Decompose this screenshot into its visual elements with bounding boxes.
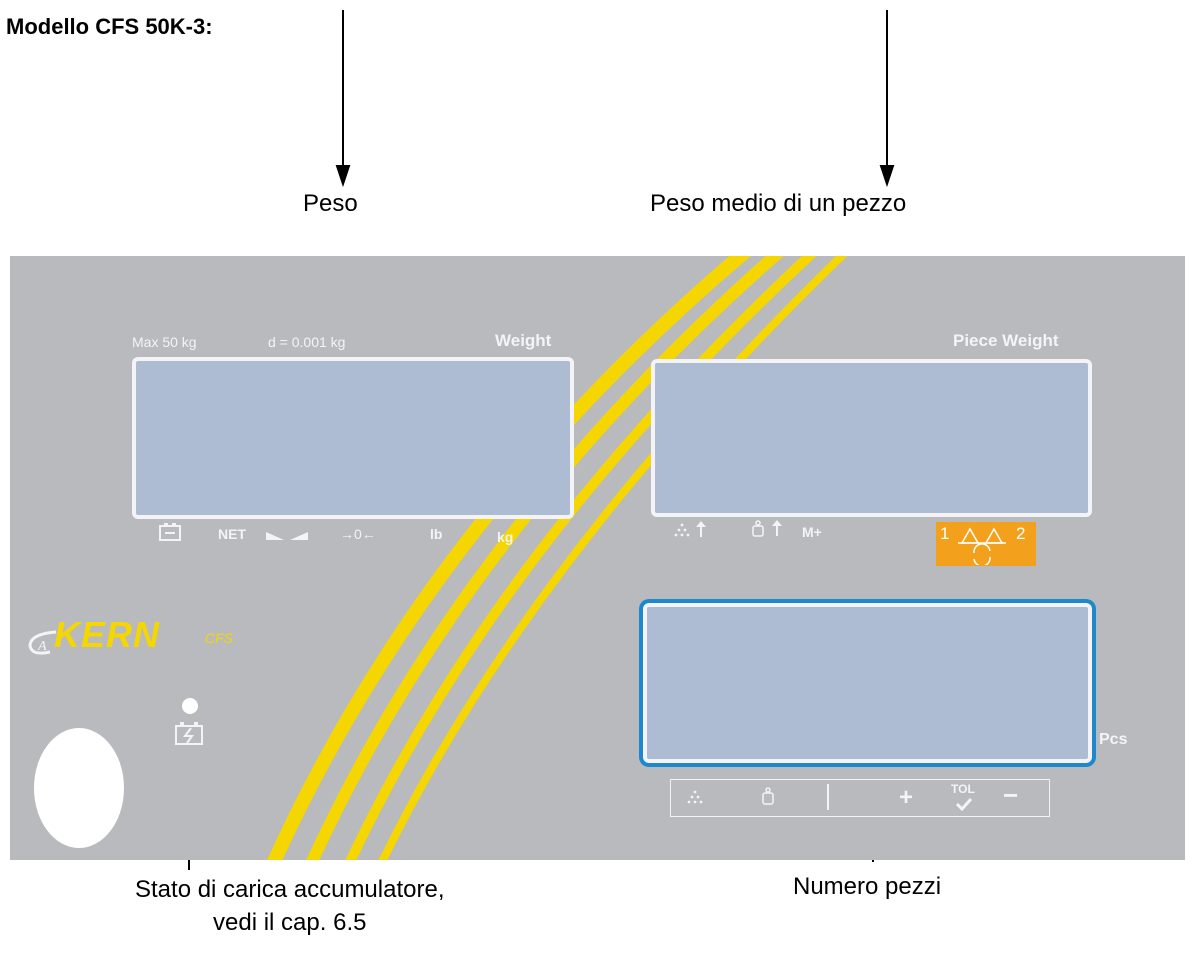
battery-status-icon [159,523,181,541]
key-strip-divider [827,784,829,810]
scale-switch-icon [958,527,1006,565]
readability-label: d = 0.001 kg [268,334,346,350]
brand-model: CFS [205,630,233,646]
weight-lcd [132,357,574,519]
arrow-piece-weight-head [879,165,895,188]
stability-icon [266,532,308,540]
memory-plus-indicator: M+ [802,524,822,540]
scale-two-label: 2 [1016,524,1026,543]
piece-count-key-icon[interactable] [685,789,705,807]
svg-text:A: A [37,639,47,654]
kg-indicator: kg [497,529,514,545]
callout-weight: Peso [303,190,358,217]
pieces-count-lcd [643,603,1092,763]
plus-key[interactable]: + [899,784,914,811]
scale-switch-indicator: 1 2 [936,522,1036,566]
zero-indicator: →0← [340,526,376,542]
callout-avg-piece-weight: Peso medio di un pezzo [650,190,907,217]
level-indicator-window [34,728,124,848]
reference-weight-increase-icon [752,520,782,537]
callout-battery: Stato di carica accumulatore, vedi il ca… [135,873,444,939]
scale-one-label: 1 [940,524,950,543]
scale-display-panel: Max 50 kg d = 0.001 kg Weight Piece Weig… [10,256,1185,860]
piece-weight-display-label: Piece Weight [953,331,1059,350]
arrow-weight-head [335,165,351,188]
callout-pieces: Numero pezzi [793,873,942,900]
tolerance-key[interactable]: TOL [951,782,975,796]
reference-increase-icon [674,521,706,537]
weight-key-icon[interactable] [761,787,775,807]
function-key-strip: + TOL − [670,779,1050,817]
weight-display-label: Weight [495,331,552,350]
lb-indicator: lb [430,526,443,542]
callout-battery-line1: Stato di carica accumulatore, [135,876,445,903]
tolerance-check-icon [955,797,973,811]
yellow-stripes-decoration [267,256,848,860]
brand-name: KERN [54,614,161,655]
pcs-display-label: Pcs [1099,731,1128,748]
max-capacity-label: Max 50 kg [132,334,197,350]
net-indicator: NET [218,526,246,542]
piece-weight-lcd [651,359,1092,517]
model-title: Modello CFS 50K-3: [6,14,213,39]
kern-logo-icon: A [28,630,57,655]
callout-battery-line2: vedi il cap. 6.5 [213,909,367,936]
charging-status-icon [175,698,203,745]
minus-key[interactable]: − [1003,780,1019,810]
